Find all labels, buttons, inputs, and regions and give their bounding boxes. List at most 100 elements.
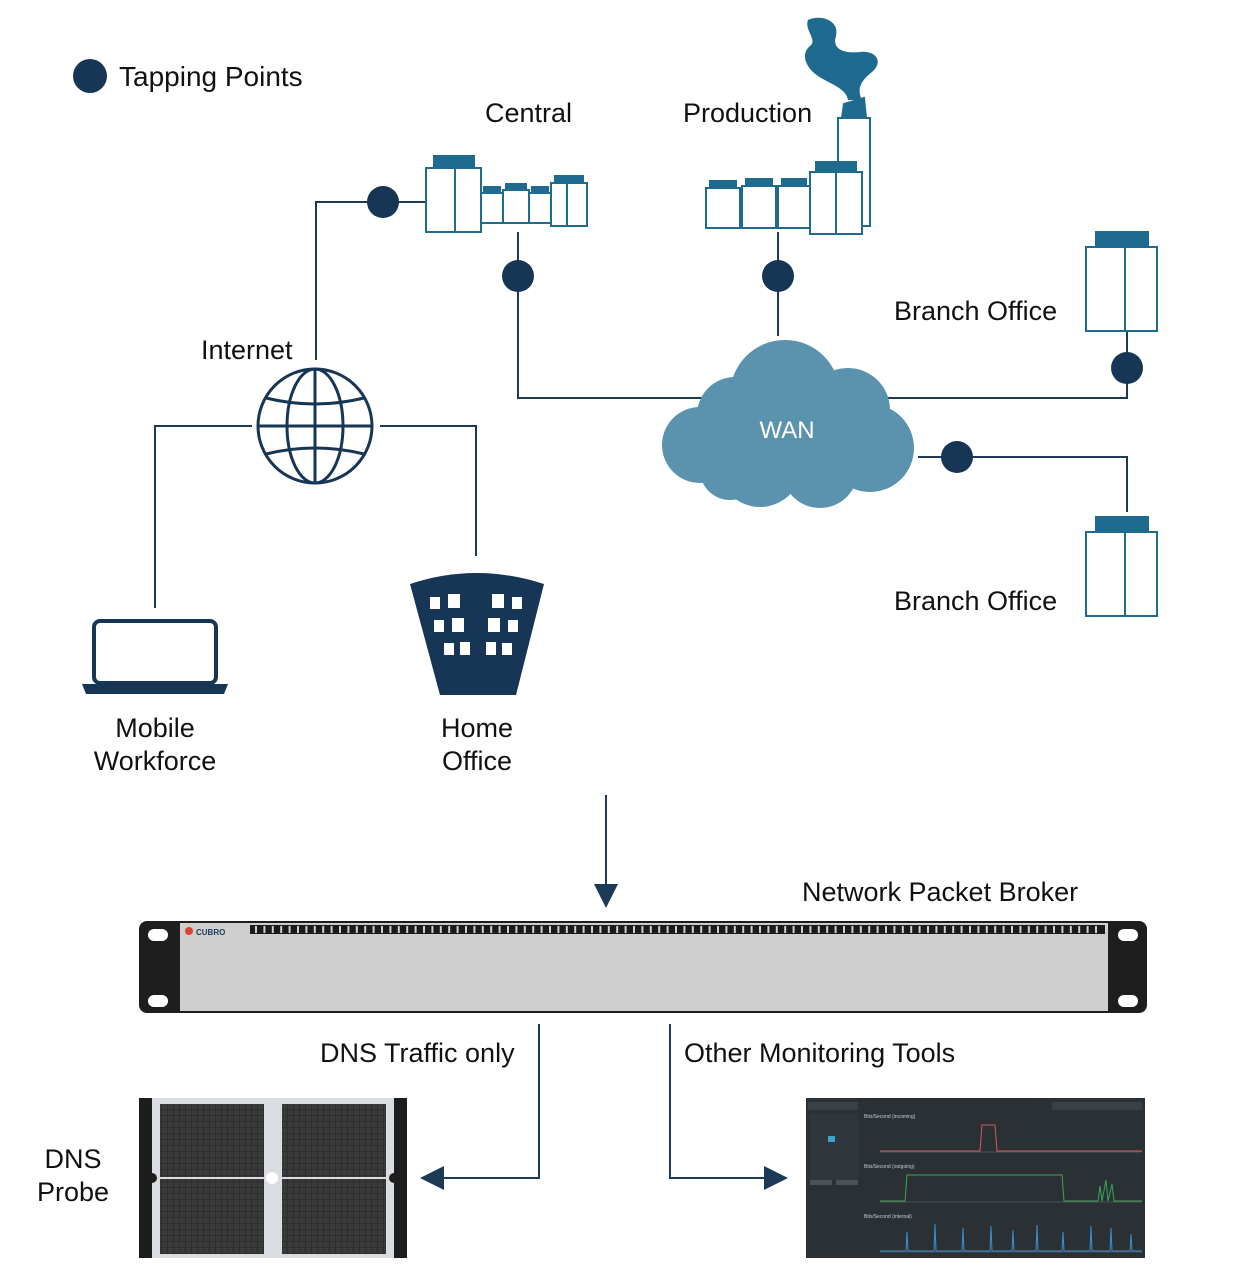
vent-slot [565, 926, 568, 933]
vent-slot [591, 926, 593, 933]
broker-brand: CUBRO [196, 928, 225, 937]
chart-title-internal: Bits/Second (internal) [864, 1214, 912, 1220]
vent-slot [1069, 926, 1072, 933]
internet-globe-icon [256, 367, 374, 485]
vent-slot [347, 926, 350, 933]
broker-right-hole-bottom [1118, 995, 1138, 1007]
vent-slot [599, 926, 602, 933]
vent-slot [423, 926, 425, 933]
production-factory-icon [705, 17, 878, 235]
vent-slot [431, 926, 434, 933]
vent-slot [607, 926, 610, 933]
tap-point-branch-top [1111, 352, 1143, 384]
vent-slot [498, 926, 501, 933]
internet-label: Internet [201, 335, 293, 365]
vent-slot [792, 926, 795, 933]
branch-office-top-label: Branch Office [894, 296, 1058, 326]
vent-slot [851, 926, 854, 933]
vent-slot [859, 926, 862, 933]
vent-slot [406, 926, 409, 933]
vent-slot [952, 926, 955, 933]
vent-slot [381, 926, 383, 933]
vent-slot [574, 926, 577, 933]
line-wan-branch-bottom [918, 456, 1128, 512]
broker-right-hole-top [1118, 929, 1138, 941]
vent-slot [372, 926, 375, 933]
vent-slot [313, 926, 316, 933]
dns-probe-device [139, 1098, 407, 1258]
vent-slot [507, 926, 509, 933]
vent-slot [843, 926, 845, 933]
vent-slot [523, 926, 526, 933]
vent-slot [977, 926, 980, 933]
vent-slot [582, 926, 585, 933]
vent-slot [985, 926, 988, 933]
vent-slot [339, 926, 341, 933]
vent-slot [1019, 926, 1022, 933]
branch-office-bottom-icon [1085, 516, 1158, 617]
other-monitoring-tools-label: Other Monitoring Tools [684, 1038, 956, 1068]
vent-slot [439, 926, 442, 933]
vent-slot [397, 926, 400, 933]
central-label: Central [485, 98, 573, 128]
vent-slot [675, 926, 677, 933]
vent-slot [1011, 926, 1013, 933]
arrow-to-monitoring [669, 1024, 788, 1190]
vent-slot [876, 926, 879, 933]
vent-slot [364, 926, 367, 933]
vent-slot [1036, 926, 1039, 933]
vent-slot [271, 926, 274, 933]
branch-office-bottom-label: Branch Office [894, 586, 1058, 616]
central-buildings-icon [425, 155, 588, 233]
chart-title-outgoing: Bits/Second (outgoing) [864, 1164, 915, 1170]
network-packet-broker-label: Network Packet Broker [802, 877, 1079, 907]
monitoring-dashboard-screenshot: Bits/Second (incoming) Bits/Second (outg… [806, 1098, 1145, 1258]
connection-lines [154, 201, 1128, 1190]
branch-office-top-icon [1085, 231, 1158, 332]
vent-slot [901, 926, 904, 933]
vent-slot [683, 926, 686, 933]
dashboard-calendar [810, 1114, 858, 1185]
vent-slot [784, 926, 787, 933]
chart-title-incoming: Bits/Second (incoming) [864, 1114, 916, 1120]
vent-slot [557, 926, 560, 933]
broker-vents [255, 926, 1097, 933]
vent-slot [826, 926, 829, 933]
network-packet-broker-device: CUBRO [139, 921, 1147, 1013]
vent-slot [1061, 926, 1064, 933]
vent-slot [649, 926, 652, 933]
cubro-logo-icon [185, 927, 193, 935]
vent-slot [456, 926, 459, 933]
vent-slot [305, 926, 308, 933]
tap-legend-icon [73, 59, 107, 93]
vent-slot [322, 926, 325, 933]
line-wan-branch-top [885, 332, 1128, 399]
vent-slot [759, 926, 761, 933]
vent-slot [1053, 926, 1055, 933]
tapping-points [73, 59, 1143, 473]
vent-slot [465, 926, 467, 933]
line-internet-mobile [154, 425, 252, 608]
vent-slot [969, 926, 971, 933]
arrow-to-dns-probe [420, 1024, 540, 1190]
vent-slot [414, 926, 417, 933]
line-internet-home [380, 425, 477, 556]
dns-probe-label: DNS Probe [36, 1144, 110, 1207]
vent-slot [633, 926, 635, 933]
vent-slot [700, 926, 703, 933]
broker-left-hole-top [148, 929, 168, 941]
vent-slot [910, 926, 913, 933]
dns-probe-center-led [266, 1172, 278, 1184]
tap-point-internet-central [367, 186, 399, 218]
dashboard-charts: Bits/Second (incoming) Bits/Second (outg… [864, 1114, 1142, 1253]
vent-slot [280, 926, 283, 933]
tap-point-production-wan [762, 260, 794, 292]
home-office-building-icon [410, 573, 544, 695]
vent-slot [616, 926, 619, 933]
vent-slot [801, 926, 803, 933]
vent-slot [943, 926, 946, 933]
vent-slot [691, 926, 694, 933]
vent-slot [624, 926, 627, 933]
vent-slot [549, 926, 551, 933]
